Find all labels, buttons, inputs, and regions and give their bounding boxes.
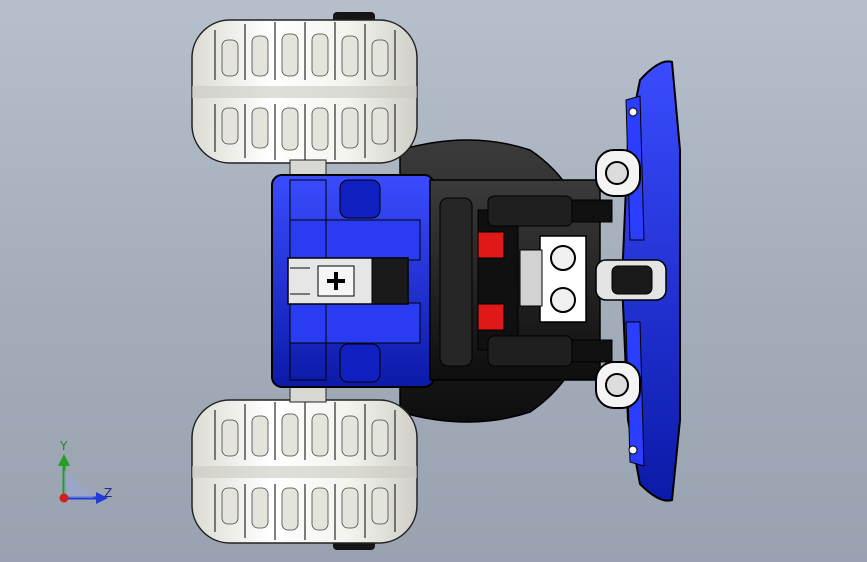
axis-y-label: Y <box>60 439 68 453</box>
bottom-wheel <box>191 399 418 544</box>
coordinate-triad-icon <box>58 454 108 504</box>
axis-z-label: Z <box>104 486 113 500</box>
top-wheel <box>191 19 418 164</box>
coordinate-triad: Y Z <box>44 438 124 508</box>
